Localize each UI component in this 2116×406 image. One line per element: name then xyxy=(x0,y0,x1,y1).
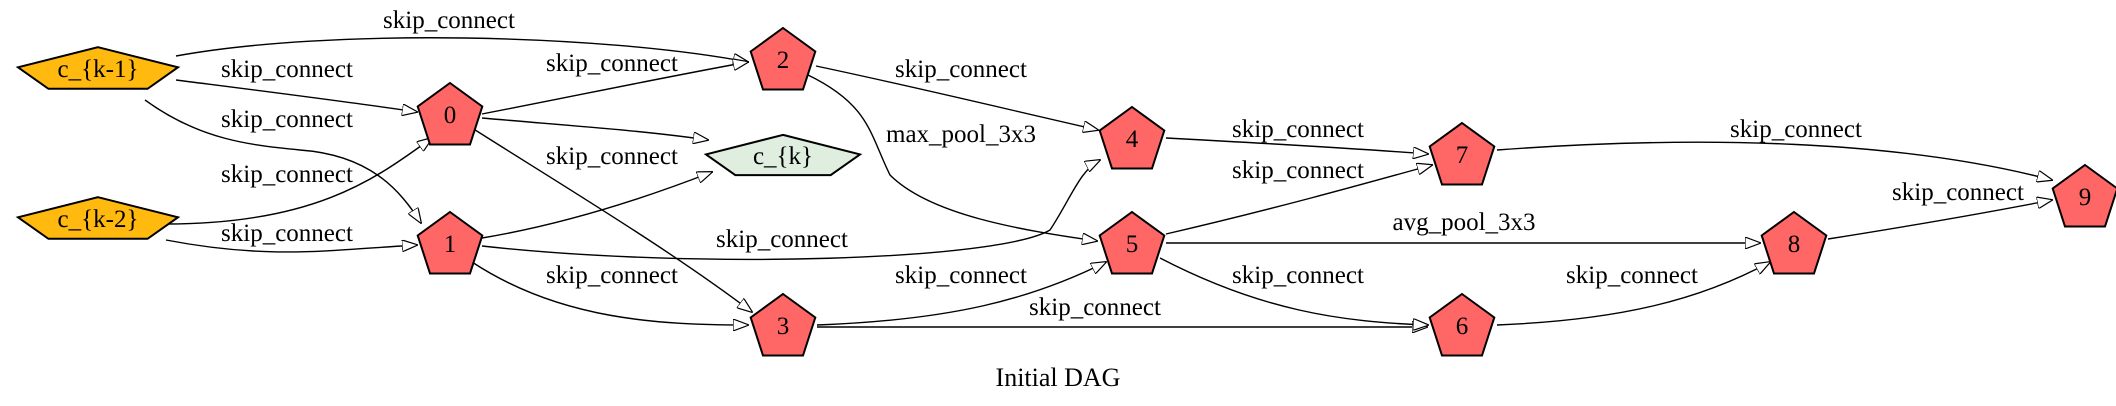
node-shape-n7 xyxy=(1428,121,1496,186)
edge-label-n4-n7: skip_connect xyxy=(1232,116,1364,143)
edge-label-ck1-n0: skip_connect xyxy=(221,56,353,83)
diagram-caption: Initial DAG xyxy=(996,363,1121,392)
edge-ck2-n0 xyxy=(165,138,432,225)
node-n1: 1 xyxy=(416,210,484,275)
node-label-ck1: c_{k-1} xyxy=(58,56,139,83)
edge-ck1-n1 xyxy=(144,99,421,223)
node-label-n8: 8 xyxy=(1788,231,1801,258)
edge-label-ck2-n1: skip_connect xyxy=(221,220,353,247)
edge-label-n0-n2: skip_connect xyxy=(546,50,678,77)
node-label-n4: 4 xyxy=(1126,126,1139,153)
edge-n8-n9 xyxy=(1827,200,2052,240)
node-label-n5: 5 xyxy=(1126,231,1139,258)
edge-n3-n5 xyxy=(816,262,1106,326)
edge-n6-n8 xyxy=(1496,262,1770,326)
edges-layer xyxy=(144,37,2052,327)
node-ck2: c_{k-2} xyxy=(15,196,181,240)
nodes-layer: c_{k-1} c_{k-2} 0 1 2 3 4 5 6 7 8 9 c_{k} xyxy=(15,26,2116,357)
edge-label-n3-n6: skip_connect xyxy=(1029,294,1161,321)
edge-n0-ck xyxy=(481,117,708,140)
node-n6: 6 xyxy=(1428,292,1496,357)
edge-label-n5-n7: skip_connect xyxy=(1232,157,1364,184)
node-n4: 4 xyxy=(1098,105,1166,170)
edge-n2-n5 xyxy=(807,74,1097,241)
node-shape-ck xyxy=(703,133,863,177)
edge-labels-layer: skip_connectskip_connectskip_connectskip… xyxy=(221,7,2024,321)
edge-ck1-n2 xyxy=(175,37,748,62)
node-ck: c_{k} xyxy=(703,133,863,177)
node-n0: 0 xyxy=(416,81,484,146)
edge-label-n6-n8: skip_connect xyxy=(1566,262,1698,289)
edge-label-n7-n9: skip_connect xyxy=(1730,116,1862,143)
edge-label-n1-n3: skip_connect xyxy=(546,262,678,289)
edge-label-ck1-n1: skip_connect xyxy=(221,106,353,133)
edge-n7-n9 xyxy=(1496,141,2052,180)
node-label-n1: 1 xyxy=(444,231,457,258)
edge-ck2-n1 xyxy=(165,240,417,253)
edge-n1-ck xyxy=(481,172,712,239)
node-shape-n9 xyxy=(2051,163,2116,228)
edge-n0-n3 xyxy=(471,127,752,312)
node-label-n2: 2 xyxy=(777,47,790,74)
node-shape-n3 xyxy=(749,292,817,357)
edge-n0-n2 xyxy=(481,62,748,115)
node-n5: 5 xyxy=(1098,210,1166,275)
edge-label-ck1-n2: skip_connect xyxy=(383,7,515,34)
node-shape-n6 xyxy=(1428,292,1496,357)
node-label-ck: c_{k} xyxy=(753,143,813,170)
node-label-n7: 7 xyxy=(1456,142,1469,169)
node-label-n9: 9 xyxy=(2079,184,2092,211)
edge-label-n0-n3: skip_connect xyxy=(546,143,678,170)
node-shape-n0 xyxy=(416,81,484,146)
edge-label-n2-n4: skip_connect xyxy=(895,56,1027,83)
node-label-n6: 6 xyxy=(1456,313,1469,340)
edge-label-n2-n5: max_pool_3x3 xyxy=(886,121,1036,148)
edge-n1-n4 xyxy=(481,160,1100,261)
node-n8: 8 xyxy=(1760,210,1828,275)
edge-n2-n4 xyxy=(815,65,1098,130)
node-shape-n1 xyxy=(416,210,484,275)
node-n7: 7 xyxy=(1428,121,1496,186)
node-n2: 2 xyxy=(749,26,817,91)
node-shape-n8 xyxy=(1760,210,1828,275)
node-ck1: c_{k-1} xyxy=(15,46,181,90)
edge-label-ck2-n0: skip_connect xyxy=(221,161,353,188)
node-label-n0: 0 xyxy=(444,102,457,129)
edge-label-n1-n4: skip_connect xyxy=(716,226,848,253)
edge-n4-n7 xyxy=(1165,137,1428,154)
node-shape-n2 xyxy=(749,26,817,91)
edge-label-n3-n5: skip_connect xyxy=(895,262,1027,289)
edge-label-n5-n8: avg_pool_3x3 xyxy=(1392,209,1535,236)
node-shape-n4 xyxy=(1098,105,1166,170)
edge-n1-n3 xyxy=(471,261,748,325)
edge-label-n8-n9: skip_connect xyxy=(1892,179,2024,206)
edge-ck1-n0 xyxy=(175,79,417,112)
edge-n5-n7 xyxy=(1165,165,1432,235)
node-shape-ck2 xyxy=(15,196,181,240)
node-shape-ck1 xyxy=(15,46,181,90)
node-n9: 9 xyxy=(2051,163,2116,228)
node-label-n3: 3 xyxy=(777,313,790,340)
edge-label-n5-n6: skip_connect xyxy=(1232,262,1364,289)
node-shape-n5 xyxy=(1098,210,1166,275)
edge-n5-n6 xyxy=(1159,257,1428,325)
node-label-ck2: c_{k-2} xyxy=(58,206,139,233)
node-n3: 3 xyxy=(749,292,817,357)
